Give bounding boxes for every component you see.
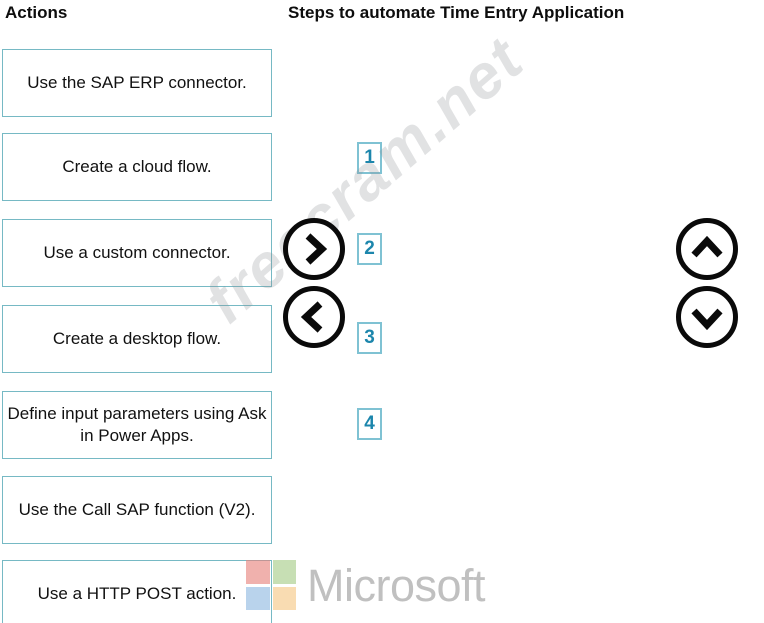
chevron-up-icon — [690, 234, 724, 264]
action-item[interactable]: Create a cloud flow. — [2, 133, 272, 201]
chevron-left-icon — [299, 300, 329, 334]
move-right-button[interactable] — [283, 218, 345, 280]
step-slot-number: 2 — [364, 238, 375, 259]
step-slot-number: 4 — [364, 413, 375, 434]
action-item-label: Use a custom connector. — [43, 242, 231, 262]
step-slot[interactable]: 4 — [357, 408, 382, 440]
action-item-label: Create a cloud flow. — [62, 156, 212, 176]
action-item[interactable]: Use the Call SAP function (V2). — [2, 476, 272, 544]
move-down-button[interactable] — [676, 286, 738, 348]
action-item-label: Define input parameters using Ask in Pow… — [7, 403, 267, 445]
step-slot[interactable]: 2 — [357, 233, 382, 265]
action-item[interactable]: Use a custom connector. — [2, 219, 272, 287]
action-item-label: Use the SAP ERP connector. — [27, 72, 247, 92]
logo-square-green — [272, 560, 296, 584]
chevron-down-icon — [690, 302, 724, 332]
logo-square-yellow — [272, 586, 296, 610]
action-item[interactable]: Use the SAP ERP connector. — [2, 49, 272, 117]
chevron-right-icon — [299, 232, 329, 266]
actions-column-header: Actions — [5, 3, 68, 22]
action-item[interactable]: Create a desktop flow. — [2, 305, 272, 373]
action-item[interactable]: Define input parameters using Ask in Pow… — [2, 391, 272, 459]
action-item-label: Use the Call SAP function (V2). — [18, 499, 256, 519]
step-slot-number: 1 — [364, 147, 375, 168]
action-item[interactable]: Use a HTTP POST action. — [2, 560, 272, 623]
step-slot[interactable]: 1 — [357, 142, 382, 174]
microsoft-wordmark: Microsoft — [307, 559, 486, 611]
action-item-label: Create a desktop flow. — [52, 328, 222, 348]
step-slot-number: 3 — [364, 327, 375, 348]
step-slot[interactable]: 3 — [357, 322, 382, 354]
microsoft-watermark: Microsoft — [246, 559, 486, 611]
move-left-button[interactable] — [283, 286, 345, 348]
action-item-label: Use a HTTP POST action. — [37, 583, 237, 603]
steps-column-header: Steps to automate Time Entry Application — [288, 3, 625, 22]
move-up-button[interactable] — [676, 218, 738, 280]
